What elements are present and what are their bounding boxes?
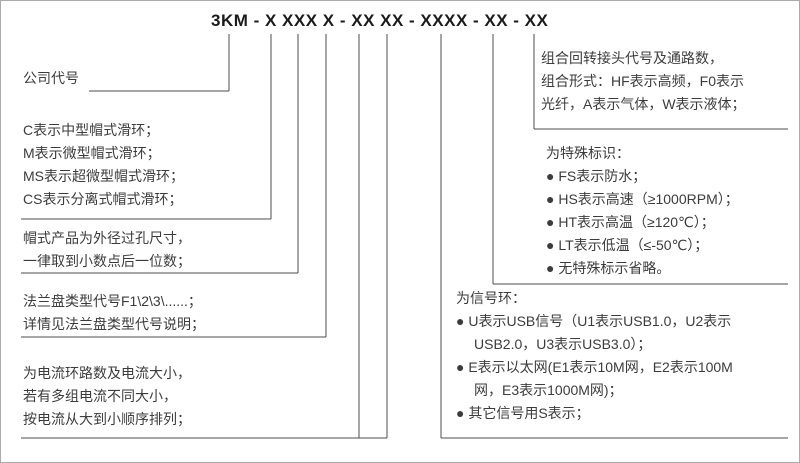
label-cap-type: C表示中型帽式滑环； M表示微型帽式滑环； MS表示超微型帽式滑环； CS表示分… (23, 119, 184, 211)
text-line: 组合形式：HF表示高频，F0表示 (541, 73, 744, 89)
text-line: CS表示分离式帽式滑环； (23, 191, 183, 207)
text-line: MS表示超微型帽式滑环； (23, 168, 184, 184)
label-rotary-joint: 组合回转接头代号及通路数， 组合形式：HF表示高频，F0表示 光纤，A表示气体，… (541, 47, 746, 116)
label-current: 为电流环路数及电流大小， 若有多组电流不同大小， 按电流从大到小顺序排列； (23, 362, 191, 431)
text-line: 为特殊标识： (546, 145, 630, 161)
text-line: ● FS表示防水； (546, 168, 647, 184)
text-line: ● LT表示低温（≤-50℃）； (546, 237, 709, 253)
text-line: 组合回转接头代号及通路数， (541, 50, 723, 66)
connector-company-code (89, 34, 230, 92)
text-line: ● HS表示高速（≥1000RPM）； (546, 191, 739, 207)
text-line: ● E表示以太网(E1表示10M网，E2表示100M (456, 359, 733, 375)
model-code-title: 3KM - X XXX X - XX XX - XXXX - XX - XX (211, 11, 549, 30)
text-line: ● 无特殊标示省略。 (546, 260, 671, 276)
label-flange: 法兰盘类型代号F1\2\3\......； 详情见法兰盘类型代号说明； (23, 290, 205, 336)
text-line: C表示中型帽式滑环； (23, 122, 160, 138)
text-line: 网，E3表示1000M网)； (474, 382, 623, 398)
text-line: USB2.0，U3表示USB3.0）； (474, 336, 652, 352)
label-signal-rings: 为信号环： ● U表示USB信号（U1表示USB1.0，U2表示 USB2.0，… (456, 287, 733, 425)
text-line: 若有多组电流不同大小， (23, 388, 177, 404)
text-line: 光纤，A表示气体，W表示液体； (541, 96, 746, 112)
label-company-code: 公司代号 (23, 67, 79, 90)
text-line: 公司代号 (23, 70, 79, 86)
text-line: 为信号环： (456, 290, 526, 306)
text-line: M表示微型帽式滑环； (23, 145, 161, 161)
label-special-marks: 为特殊标识： ● FS表示防水； ● HS表示高速（≥1000RPM）； ● H… (546, 142, 739, 280)
text-line: 详情见法兰盘类型代号说明； (23, 316, 205, 332)
text-line: 按电流从大到小顺序排列； (23, 411, 191, 427)
text-line: 一律取到小数点后一位数； (23, 253, 191, 269)
text-line: 法兰盘类型代号F1\2\3\......； (23, 293, 202, 309)
text-line: ● U表示USB信号（U1表示USB1.0，U2表示 (456, 313, 732, 329)
text-line: ● 其它信号用S表示； (456, 405, 590, 421)
text-line: ● HT表示高温（≥120℃）； (546, 214, 715, 230)
text-line: 为电流环路数及电流大小， (23, 365, 191, 381)
label-outer-diameter: 帽式产品为外径过孔尺寸， 一律取到小数点后一位数； (23, 227, 191, 273)
text-line: 帽式产品为外径过孔尺寸， (23, 230, 191, 246)
